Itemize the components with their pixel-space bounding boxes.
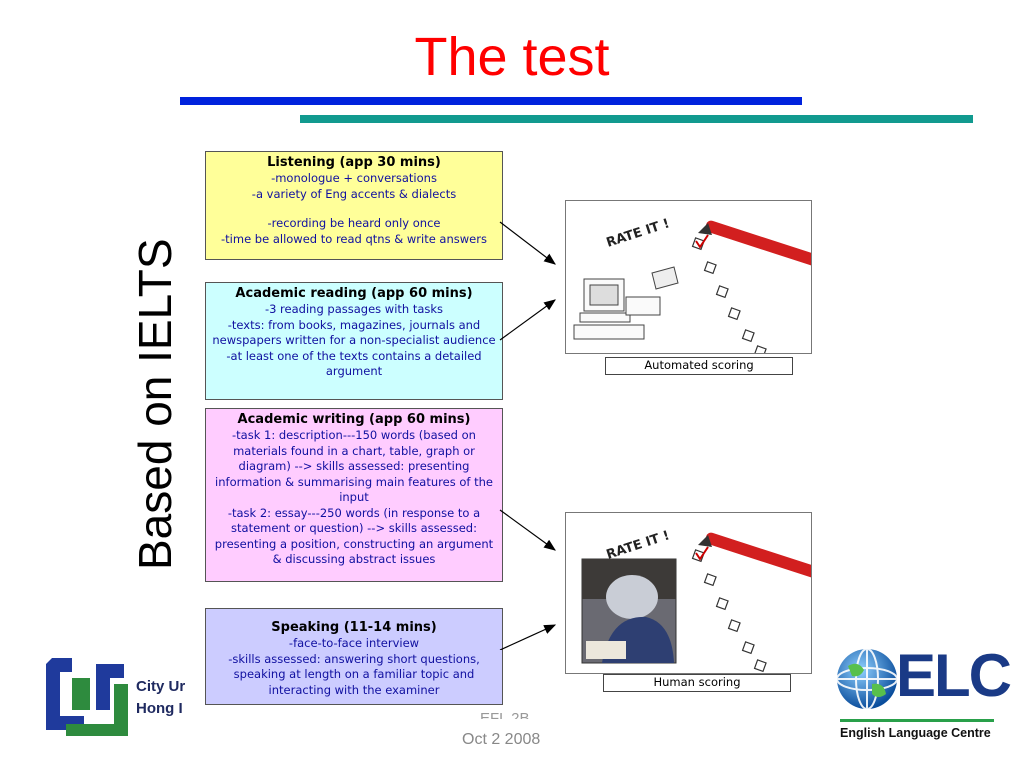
rate-it-stamp: RATE IT ! (605, 216, 672, 251)
listening-line: -monologue + conversations (271, 171, 437, 185)
writing-title: Academic writing (app 60 mins) (237, 412, 471, 427)
title-rule-teal (300, 115, 973, 123)
examiner-photo (581, 558, 677, 664)
cityu-name-line2: Hong I (136, 700, 183, 717)
speaking-box: Speaking (11-14 mins) -face-to-face inte… (205, 608, 503, 705)
reading-line: -texts: from books, magazines, journals … (212, 317, 496, 348)
check-mark-icon (695, 234, 709, 249)
title-rule-blue (180, 97, 802, 105)
footer-date-partial: EFL 2B (480, 710, 530, 719)
check-mark-icon (695, 546, 709, 561)
listening-box: Listening (app 30 mins) -monologue + con… (205, 151, 503, 260)
checklist-illustration: RATE IT ! (573, 216, 811, 353)
speaking-title: Speaking (11-14 mins) (271, 620, 437, 635)
arrow-writing (499, 509, 556, 551)
checklist-illustration: RATE IT ! (581, 528, 811, 673)
checkbox-icons (691, 237, 767, 353)
speaking-line: -face-to-face interview (288, 636, 420, 650)
human-scoring-caption: Human scoring (603, 674, 791, 692)
checkbox-icons (691, 549, 767, 673)
red-pen-icon (698, 220, 811, 270)
reading-box: Academic reading (app 60 mins) -3 readin… (205, 282, 503, 400)
listening-spacer (210, 202, 498, 216)
listening-line: -time be allowed to read qtns & write an… (221, 231, 487, 246)
rate-it-stamp: RATE IT ! (605, 528, 672, 563)
speaking-line: -skills assessed: answering short questi… (228, 651, 480, 697)
human-scoring-image: RATE IT ! (565, 512, 812, 674)
writing-line: -task 2: essay---250 words (in response … (214, 505, 494, 567)
cityu-logo-icon (46, 658, 128, 736)
connector-arrows (499, 221, 557, 650)
reading-line: -at least one of the texts contains a de… (226, 348, 482, 379)
elc-name: English Language Centre (840, 726, 991, 740)
writing-box: Academic writing (app 60 mins) -task 1: … (205, 408, 503, 582)
red-pen-icon (698, 532, 811, 582)
listening-line: -a variety of Eng accents & dialects (251, 186, 457, 201)
reading-line: -3 reading passages with tasks (264, 302, 444, 316)
slide-title: The test (414, 27, 610, 87)
elc-divider (840, 719, 994, 722)
listening-line: -recording be heard only once (267, 216, 441, 230)
writing-line: -task 1: description---150 words (based … (215, 428, 493, 504)
arrow-reading (499, 299, 556, 341)
cityu-name-line1: City Ur (136, 678, 186, 695)
arrow-speaking (499, 624, 557, 650)
side-label: Based on IELTS (129, 238, 181, 570)
arrow-listening (499, 221, 556, 265)
footer-date: Oct 2 2008 (462, 731, 541, 748)
elc-mark: ELC (896, 642, 1012, 709)
listening-title: Listening (app 30 mins) (267, 155, 441, 170)
computer-sketch-icon (573, 266, 679, 340)
elc-globe-icon (836, 648, 898, 710)
automated-scoring-caption: Automated scoring (605, 357, 793, 375)
automated-scoring-image: RATE IT ! (565, 200, 812, 354)
reading-title: Academic reading (app 60 mins) (235, 286, 473, 301)
